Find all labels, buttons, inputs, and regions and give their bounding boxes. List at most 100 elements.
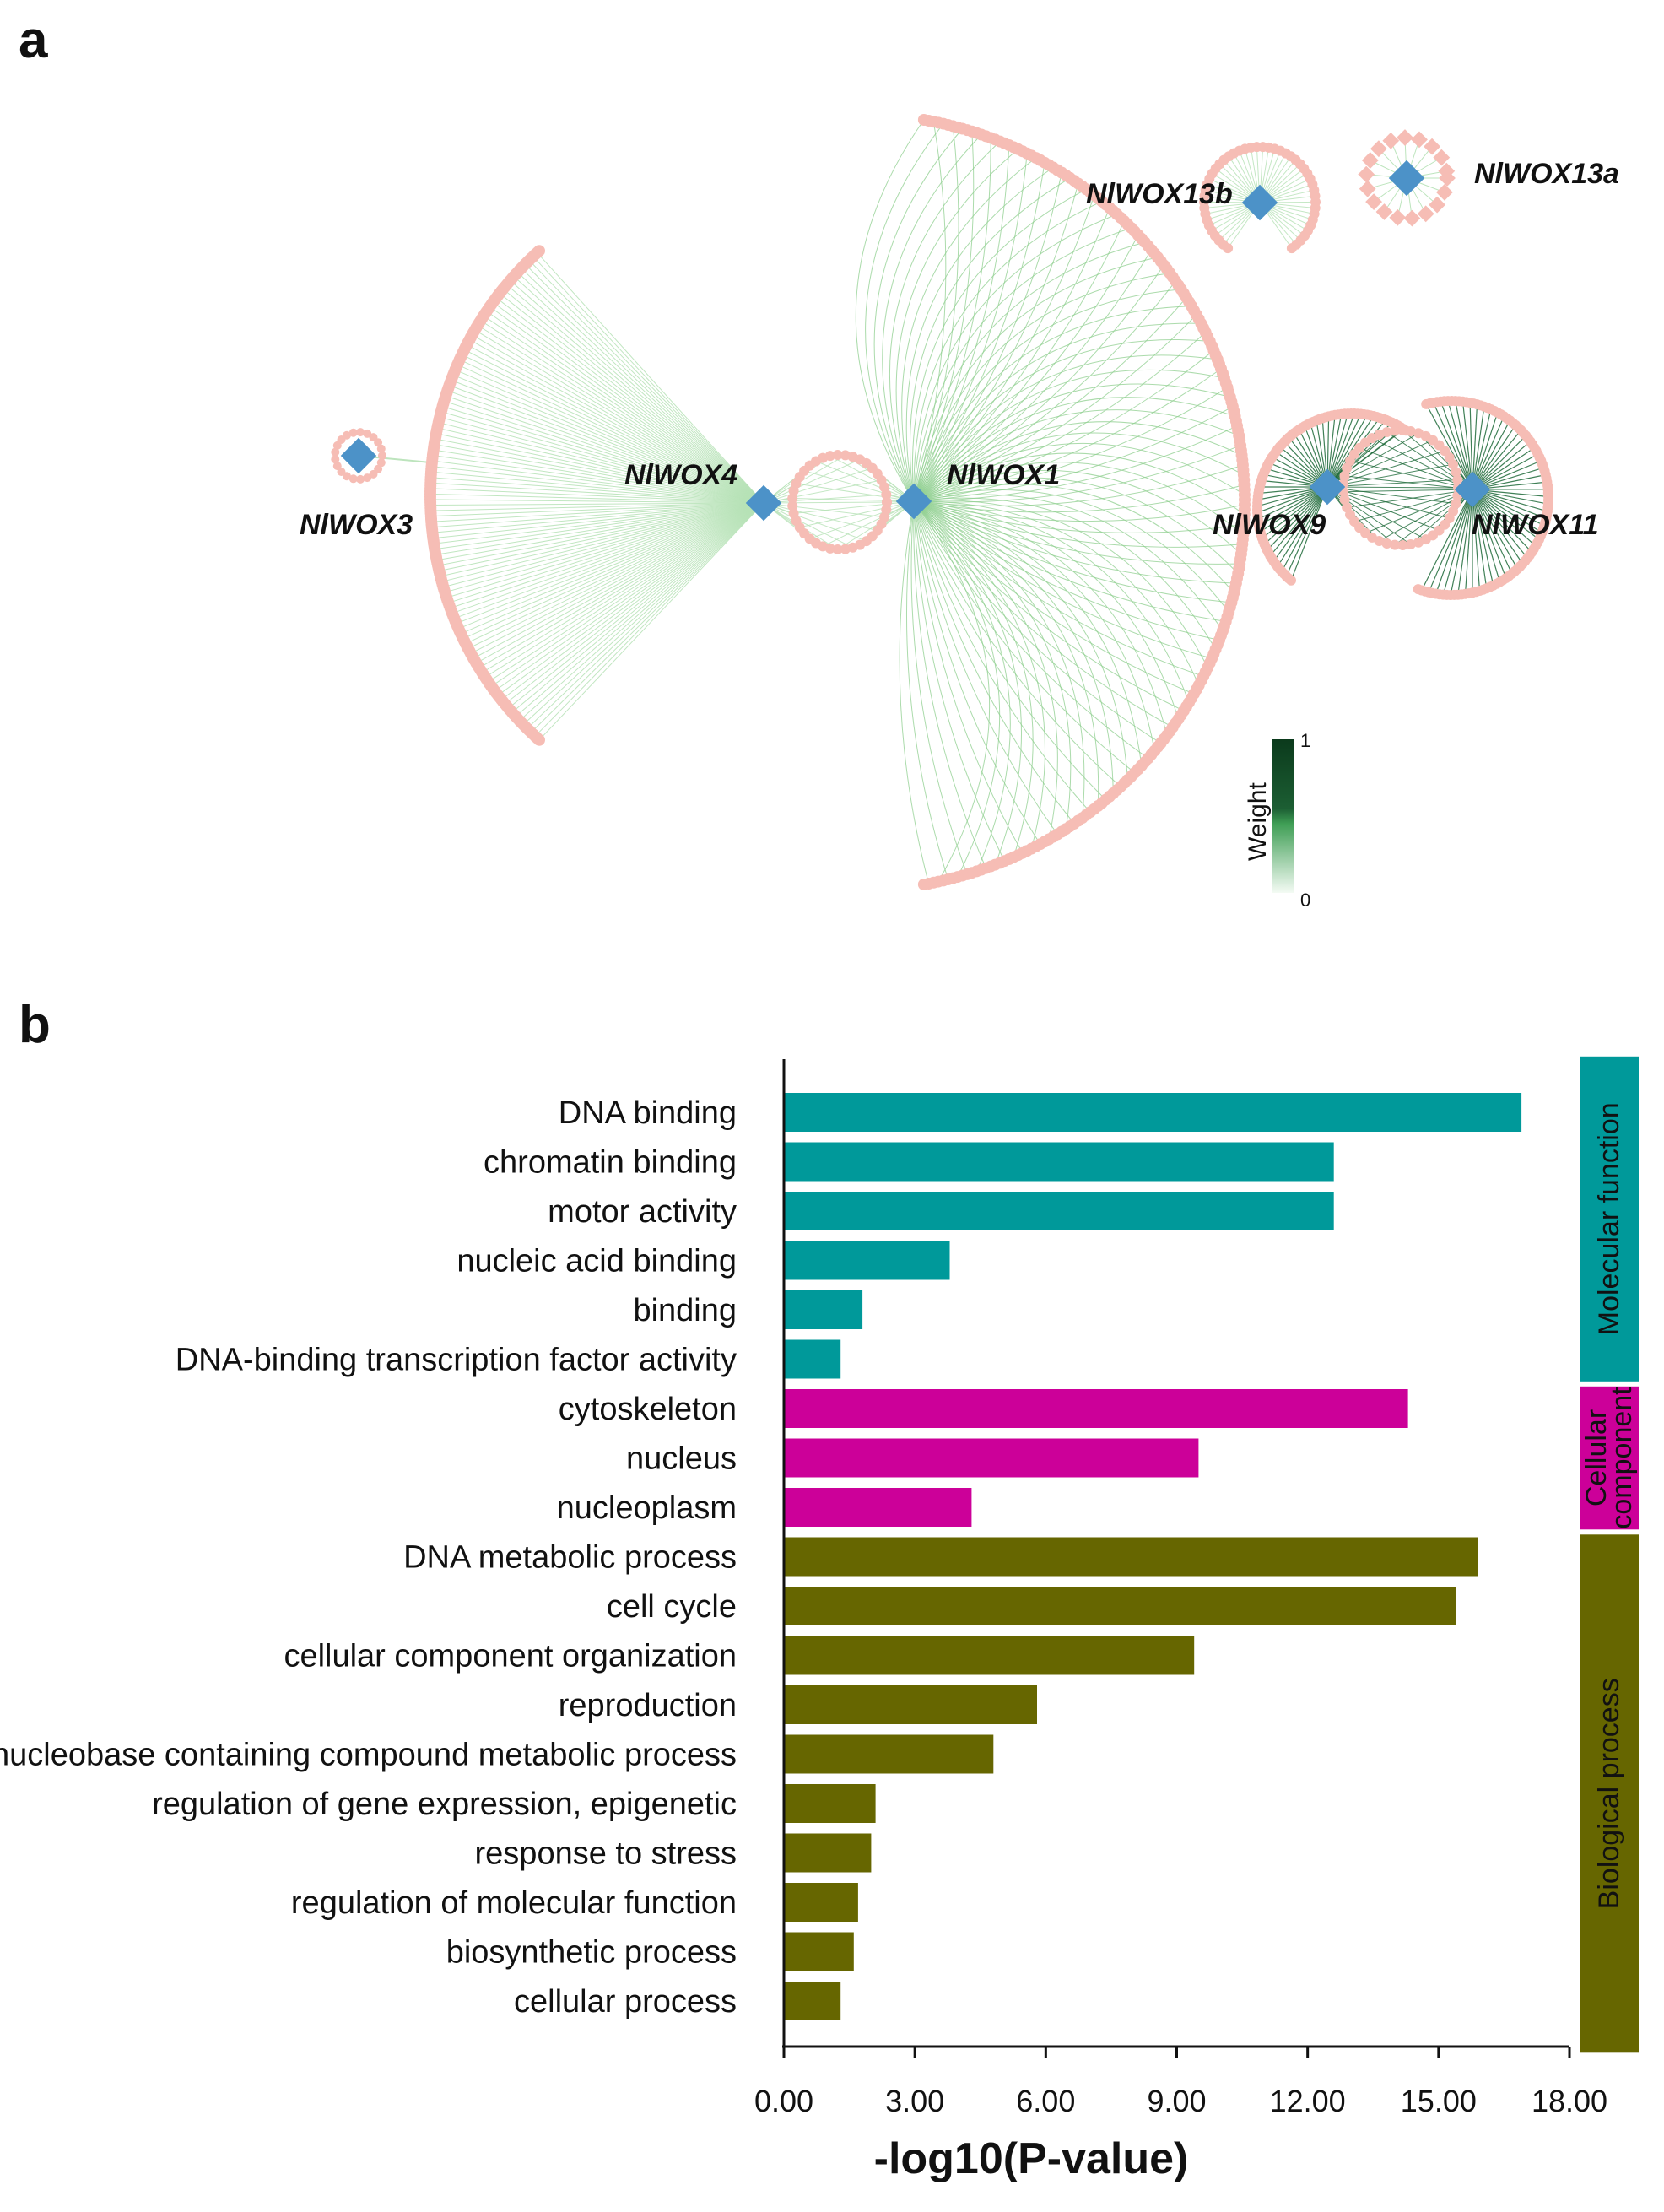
category-label-8: nucleoplasm bbox=[557, 1490, 737, 1526]
edge bbox=[913, 500, 1136, 774]
edge bbox=[456, 502, 764, 625]
edge bbox=[433, 449, 764, 504]
edge bbox=[1442, 489, 1473, 595]
edge bbox=[913, 387, 1228, 502]
bar-14 bbox=[784, 1784, 876, 1823]
edge bbox=[829, 455, 915, 502]
edge bbox=[913, 432, 1245, 502]
edge bbox=[855, 119, 925, 502]
target-node bbox=[348, 474, 358, 484]
edge bbox=[1472, 489, 1542, 533]
edge bbox=[882, 134, 982, 502]
weight-legend-min: 0 bbox=[1300, 890, 1310, 911]
edge bbox=[431, 502, 764, 522]
edge bbox=[480, 320, 764, 504]
target-node bbox=[832, 450, 843, 460]
edge bbox=[913, 227, 1132, 502]
target-node bbox=[343, 430, 351, 440]
edge bbox=[430, 502, 764, 506]
edge bbox=[430, 502, 764, 517]
edge bbox=[763, 468, 873, 504]
bar-6 bbox=[784, 1389, 1408, 1428]
edge bbox=[1472, 489, 1528, 559]
edge bbox=[454, 502, 764, 619]
edge bbox=[1447, 400, 1473, 490]
target-node bbox=[832, 544, 843, 554]
edge bbox=[450, 502, 764, 608]
target-node bbox=[1451, 498, 1461, 509]
target-node bbox=[882, 497, 892, 507]
bar-5 bbox=[784, 1339, 841, 1379]
x-tick-label: 12.00 bbox=[1270, 2084, 1346, 2118]
edge bbox=[913, 500, 1011, 872]
edge bbox=[467, 343, 764, 504]
group-strip-1 bbox=[1580, 1386, 1639, 1530]
target-node bbox=[331, 455, 340, 464]
edge bbox=[440, 502, 764, 577]
edge bbox=[1440, 401, 1473, 490]
bar-13 bbox=[784, 1734, 994, 1774]
edge bbox=[1450, 489, 1473, 596]
target-node bbox=[1397, 129, 1413, 146]
edge bbox=[913, 144, 1010, 502]
edge bbox=[913, 500, 1190, 703]
edge bbox=[763, 454, 846, 504]
edge bbox=[913, 500, 1200, 686]
target-node bbox=[1452, 474, 1463, 485]
target-node bbox=[1429, 196, 1445, 214]
target-node bbox=[1389, 539, 1400, 550]
edge bbox=[430, 493, 764, 504]
edge bbox=[443, 502, 764, 588]
category-label-18: cellular process bbox=[514, 1984, 737, 2020]
category-label-17: biosynthetic process bbox=[446, 1935, 737, 1971]
edge bbox=[435, 438, 764, 504]
target-node bbox=[1342, 502, 1353, 513]
edge bbox=[473, 502, 764, 659]
target-node bbox=[378, 452, 386, 460]
edge bbox=[492, 301, 764, 504]
edge bbox=[913, 349, 1214, 502]
edge bbox=[531, 502, 764, 733]
edge bbox=[905, 167, 1054, 502]
edge bbox=[1262, 486, 1328, 539]
edge bbox=[534, 502, 764, 737]
bar-15 bbox=[784, 1833, 872, 1873]
edge bbox=[448, 502, 764, 603]
edge bbox=[506, 284, 764, 504]
target-node bbox=[787, 500, 798, 511]
edge bbox=[913, 484, 1234, 593]
category-label-0: DNA binding bbox=[559, 1095, 737, 1131]
edge bbox=[532, 256, 764, 504]
edge bbox=[763, 502, 878, 532]
edge bbox=[430, 482, 764, 504]
group-strip-0 bbox=[1580, 1056, 1639, 1382]
edge bbox=[913, 500, 1114, 794]
hub-label-nlwox4: NlWOX4 bbox=[624, 459, 737, 491]
edge bbox=[440, 411, 764, 504]
edge bbox=[906, 500, 949, 880]
target-node bbox=[1448, 459, 1459, 470]
edge bbox=[522, 502, 764, 725]
edge bbox=[500, 502, 764, 700]
edge bbox=[913, 500, 1058, 840]
weight-legend-max: 1 bbox=[1300, 730, 1310, 751]
edge bbox=[478, 502, 764, 668]
edge bbox=[497, 502, 764, 696]
edge bbox=[482, 502, 764, 673]
edge bbox=[1472, 430, 1521, 490]
weight-legend-title: Weight bbox=[1244, 782, 1272, 861]
edge bbox=[431, 502, 764, 528]
edge bbox=[434, 444, 764, 504]
edge bbox=[913, 494, 1224, 631]
coexpression-network bbox=[331, 114, 1553, 890]
edge bbox=[913, 500, 1045, 849]
edge bbox=[495, 297, 764, 504]
edge bbox=[1326, 486, 1459, 489]
target-node bbox=[1417, 205, 1434, 223]
edge bbox=[513, 276, 764, 504]
edge bbox=[1472, 489, 1523, 565]
edge bbox=[430, 477, 764, 504]
group-strip-2 bbox=[1580, 1534, 1639, 2053]
hub-node-nlwox9 bbox=[1309, 468, 1346, 506]
